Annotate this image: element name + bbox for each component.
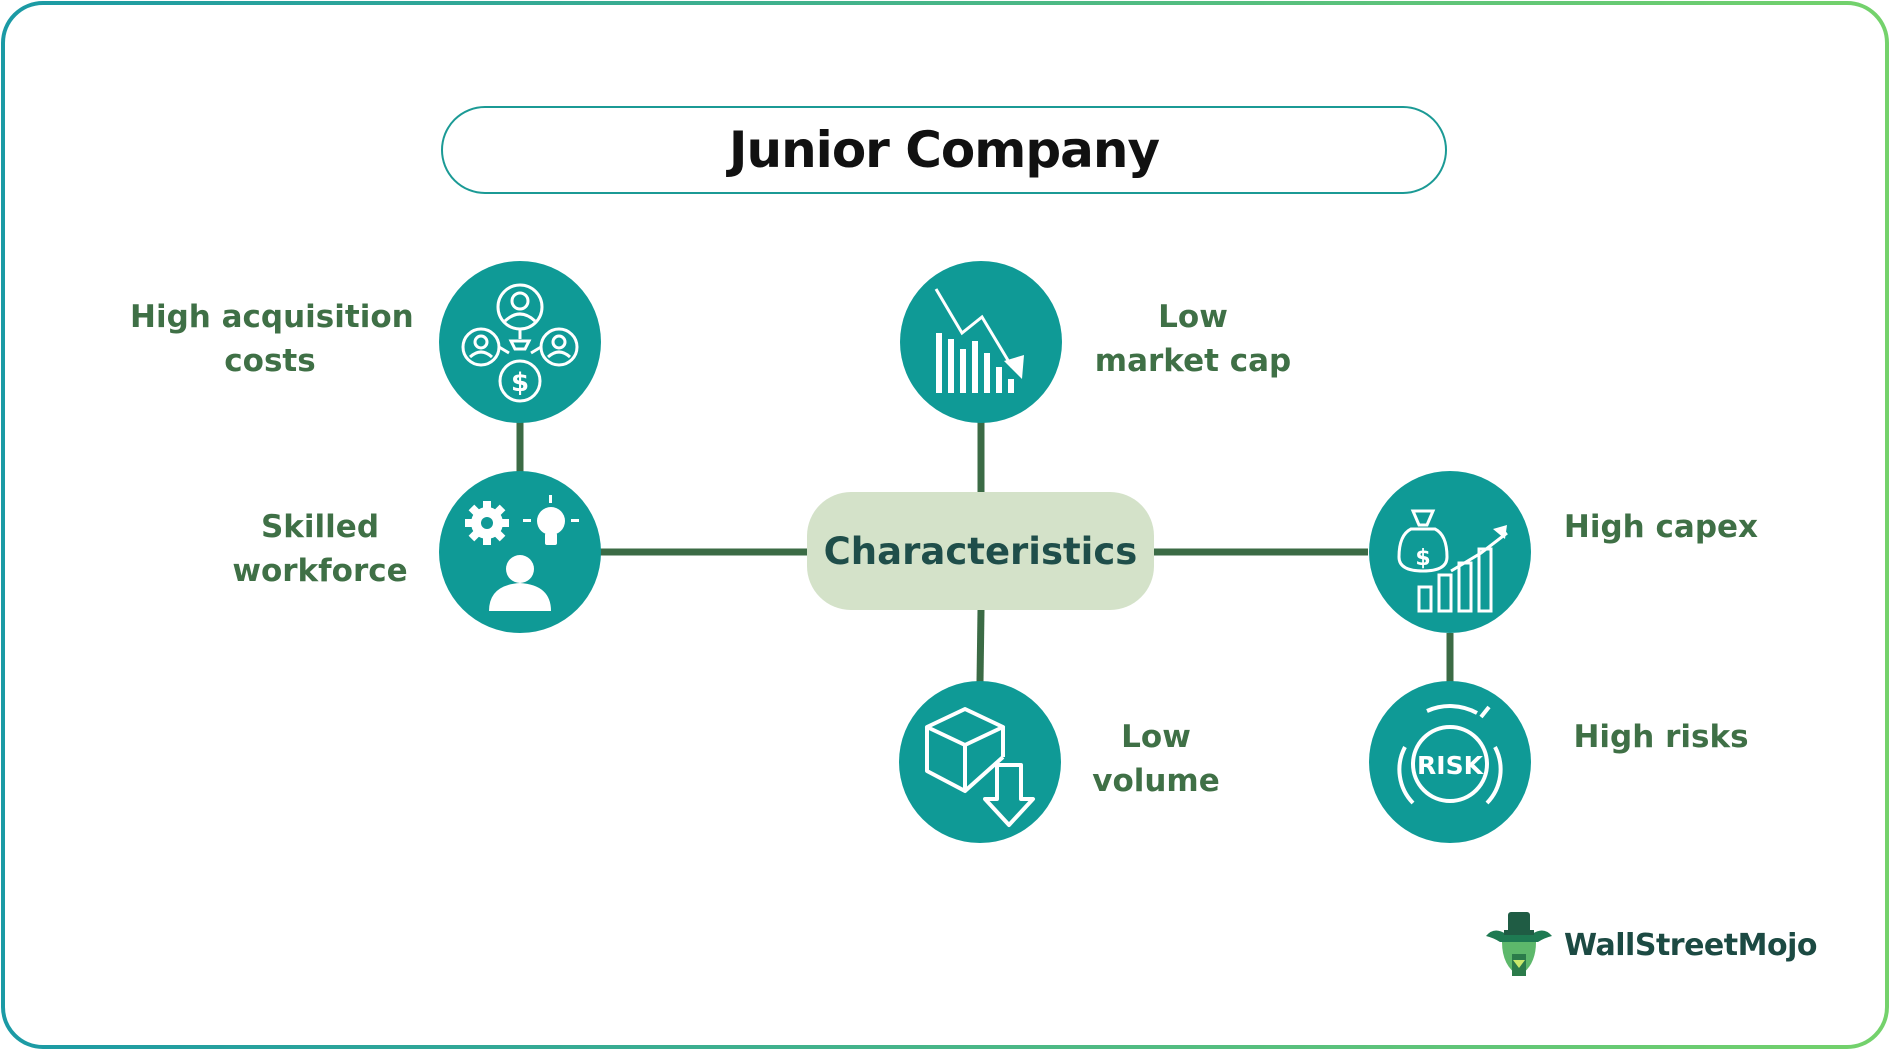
label-high-acquisition-costs: High acquisition costs (130, 295, 414, 383)
label-line: High capex (1563, 509, 1759, 545)
label-line: High acquisition (130, 299, 414, 335)
node-low-volume (899, 681, 1061, 843)
brand-name: WallStreetMojo (1564, 927, 1817, 963)
label-line: workforce (232, 553, 408, 589)
label-high-risks: High risks (1566, 715, 1756, 759)
label-line: market cap (1094, 343, 1292, 379)
center-node: Characteristics (807, 492, 1154, 610)
node-high-capex: $ (1369, 471, 1531, 633)
node-high-risks: RISK (1369, 681, 1531, 843)
label-line: Low (1158, 299, 1228, 335)
connector-center-volume (976, 609, 985, 683)
team-money-icon: $ (461, 283, 579, 403)
brand-logo: WallStreetMojo (1482, 910, 1817, 980)
skills-icon (465, 495, 579, 611)
declining-chart-icon (934, 288, 1024, 393)
node-low-market-cap (900, 261, 1062, 423)
label-line: High risks (1573, 719, 1749, 755)
label-low-volume: Low volume (1086, 715, 1226, 803)
node-high-acquisition-costs: $ (439, 261, 601, 423)
box-down-icon (925, 707, 1035, 827)
node-skilled-workforce (439, 471, 601, 633)
label-line: Skilled (260, 509, 380, 545)
capex-growth-icon: $ (1397, 509, 1508, 613)
label-line: costs (224, 343, 316, 379)
svg-text:RISK: RISK (1417, 751, 1485, 780)
label-skilled-workforce: Skilled workforce (230, 505, 410, 593)
risk-dial-icon: RISK (1397, 704, 1503, 805)
page-title: Junior Company (441, 106, 1447, 194)
label-low-market-cap: Low market cap (1088, 295, 1298, 383)
label-high-capex: High capex (1556, 505, 1766, 549)
label-line: Low (1121, 719, 1191, 755)
svg-text:$: $ (511, 368, 529, 398)
bull-mascot-icon (1486, 912, 1552, 976)
svg-text:$: $ (1415, 546, 1430, 571)
label-line: volume (1092, 763, 1220, 799)
